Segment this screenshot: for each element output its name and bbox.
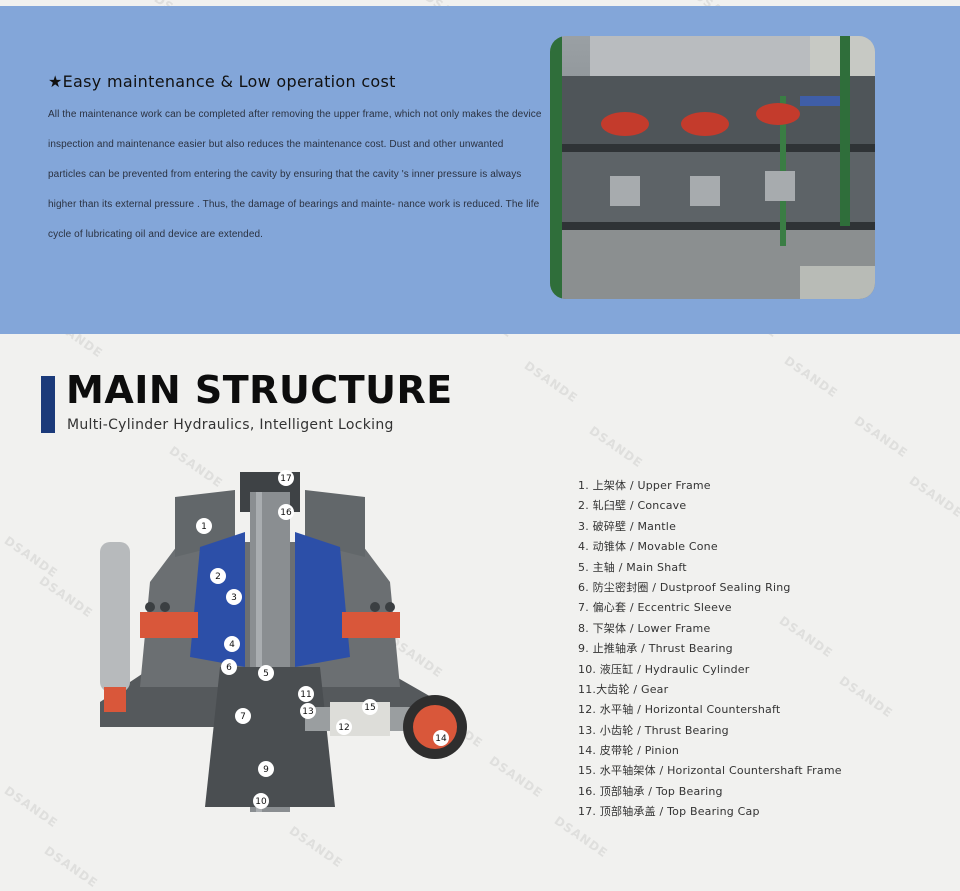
- part-item: 10. 液压缸 / Hydraulic Cylinder: [578, 662, 750, 676]
- crusher-plant-photo: [550, 36, 875, 299]
- part-item: 7. 偏心套 / Eccentric Sleeve: [578, 601, 732, 615]
- watermark: DSANDE: [781, 353, 841, 401]
- section-title: MAIN STRUCTURE: [66, 368, 453, 412]
- diagram-label: 11: [300, 690, 311, 700]
- section-accent-bar: [41, 376, 55, 433]
- part-item: 16. 顶部轴承 / Top Bearing: [578, 784, 723, 798]
- feature-description: All the maintenance work can be complete…: [48, 109, 542, 240]
- watermark: DSANDE: [1, 533, 61, 581]
- watermark: DSANDE: [906, 473, 960, 521]
- diagram-label: 16: [280, 508, 292, 518]
- diagram-label: 2: [215, 572, 221, 582]
- watermark: DSANDE: [1, 783, 61, 831]
- part-item: 14. 皮带轮 / Pinion: [578, 744, 680, 758]
- part-item: 2. 轧臼壁 / Concave: [578, 499, 687, 513]
- part-item: 15. 水平轴架体 / Horizontal Countershaft Fram…: [578, 764, 842, 778]
- watermark: DSANDE: [286, 823, 346, 871]
- diagram-label: 9: [263, 765, 269, 775]
- feature-title: ★Easy maintenance & Low operation cost: [48, 72, 396, 91]
- cone-crusher-cutaway-diagram: 1 2 3 4 5 6 7 9 10 11 12 13 14 15 16 17: [70, 462, 470, 822]
- watermark: DSANDE: [521, 358, 581, 406]
- part-item: 3. 破碎壁 / Mantle: [578, 519, 677, 533]
- part-item: 1. 上架体 / Upper Frame: [578, 479, 711, 492]
- watermark: DSANDE: [586, 423, 646, 471]
- diagram-label: 13: [302, 707, 313, 717]
- diagram-label: 5: [263, 669, 269, 679]
- diagram-label: 1: [201, 522, 207, 532]
- parts-list: 1. 上架体 / Upper Frame 2. 轧臼壁 / Concave 3.…: [578, 476, 842, 823]
- part-item: 8. 下架体 / Lower Frame: [578, 621, 711, 635]
- diagram-label: 10: [255, 797, 267, 807]
- part-item: 9. 止推轴承 / Thrust Bearing: [578, 642, 733, 656]
- part-item: 12. 水平轴 / Horizontal Countershaft: [578, 703, 781, 717]
- watermark: DSANDE: [851, 413, 911, 461]
- diagram-label: 3: [231, 593, 237, 603]
- part-item: 13. 小齿轮 / Thrust Bearing: [578, 723, 729, 737]
- diagram-label: 17: [280, 474, 291, 484]
- diagram-label: 6: [226, 663, 232, 673]
- diagram-label: 15: [364, 703, 375, 713]
- part-item: 5. 主轴 / Main Shaft: [578, 560, 687, 574]
- diagram-label: 12: [338, 723, 349, 733]
- section-subtitle: Multi-Cylinder Hydraulics, Intelligent L…: [67, 417, 394, 433]
- diagram-label: 7: [240, 712, 246, 722]
- diagram-label: 14: [435, 734, 447, 744]
- watermark: DSANDE: [836, 673, 896, 721]
- watermark: DSANDE: [41, 843, 101, 891]
- part-item: 17. 顶部轴承盖 / Top Bearing Cap: [578, 805, 760, 819]
- part-item: 11.大齿轮 / Gear: [578, 682, 669, 696]
- diagram-label: 4: [229, 640, 235, 650]
- part-item: 6. 防尘密封圈 / Dustproof Sealing Ring: [578, 580, 791, 594]
- part-item: 4. 动锥体 / Movable Cone: [578, 540, 718, 554]
- watermark: DSANDE: [486, 753, 546, 801]
